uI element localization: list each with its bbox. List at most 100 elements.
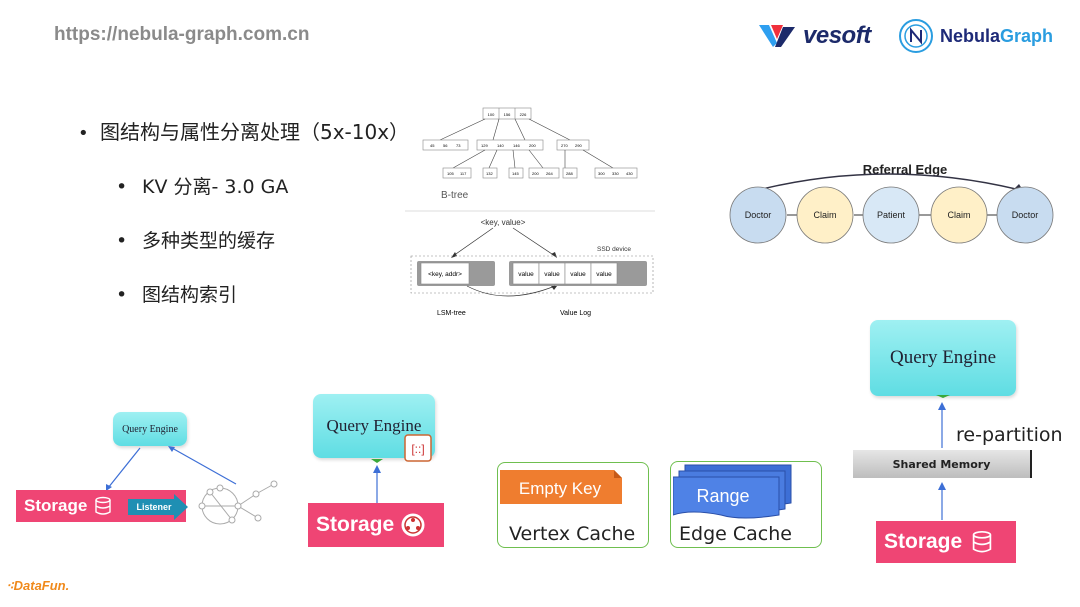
datafun-sparkle-icon: ⁖	[6, 578, 14, 593]
bullet-dot: •	[116, 176, 128, 198]
bullet-sub-1-text: KV 分离- 3.0 GA	[142, 176, 289, 198]
listener-label: Listener	[136, 502, 172, 512]
database-icon	[972, 530, 992, 553]
vesoft-v-icon	[759, 25, 795, 47]
btree-root-key: 156	[504, 112, 511, 117]
btree-key: 430	[626, 171, 633, 176]
bullet-sub-3: • 图结构索引	[116, 280, 237, 307]
storage-label: Storage	[316, 513, 395, 536]
bullet-sub-3-text: 图结构索引	[142, 284, 238, 306]
bullet-sub-2-text: 多种类型的缓存	[142, 230, 276, 252]
svg-text:[::]: [::]	[411, 442, 424, 456]
query-engine-label: Query Engine	[889, 347, 997, 368]
diagram2-arrow	[371, 459, 383, 503]
btree-key: 105	[447, 171, 454, 176]
shared-memory-bar: Shared Memory	[853, 450, 1032, 478]
btree-root: 100 156 226	[482, 107, 532, 120]
bullet-main: • 图结构与属性分离处理（5x-10x）	[78, 116, 409, 145]
referral-node-label: Patient	[877, 210, 906, 220]
btree-caption: B-tree	[441, 190, 469, 201]
referral-edge-diagram: Referral Edge Doctor Claim Patient Claim…	[729, 162, 1054, 244]
query-engine-box-1: Query Engine	[113, 412, 187, 446]
datafun-logo: ⁖DataFun.	[6, 578, 69, 594]
range-stack-icon: Range	[673, 464, 792, 519]
lsm-value: value	[518, 271, 534, 278]
lsm-key-addr: <key, addr>	[428, 271, 462, 278]
bullet-dot: •	[78, 123, 89, 144]
btree-key: 132	[486, 171, 493, 176]
vertex-cache-label: Vertex Cache	[509, 523, 636, 545]
lsm-ssd-label: SSD device	[597, 246, 631, 253]
btree-root-key: 100	[488, 112, 495, 117]
nebula-logo-text: NebulaGraph	[940, 26, 1053, 47]
query-engine-box-3: Query Engine	[870, 320, 1016, 396]
btree-key: 200	[529, 143, 536, 148]
lsm-value: value	[596, 271, 612, 278]
referral-node-patient	[862, 186, 920, 244]
btree-key: 290	[575, 143, 582, 148]
btree-key: 270	[561, 143, 568, 148]
bullet-main-text: 图结构与属性分离处理（5x-10x）	[100, 120, 410, 144]
referral-node-label: Claim	[947, 210, 970, 220]
btree-key: 146	[513, 143, 520, 148]
empty-key-shape: Empty Key	[500, 470, 622, 504]
storage-box-3: Storage	[876, 521, 1016, 563]
range-label: Range	[696, 486, 749, 506]
listener-arrow: Listener	[128, 494, 188, 520]
storage-label: Storage	[884, 530, 963, 553]
bullet-dot: •	[116, 284, 128, 306]
lsm-tree-label: LSM-tree	[437, 310, 466, 317]
storage-box-2: Storage	[308, 503, 444, 547]
storage-label: Storage	[24, 496, 88, 515]
bullet-sub-2: • 多种类型的缓存	[116, 226, 275, 253]
bullet-dot: •	[116, 230, 128, 252]
diagram3-arrow-bottom	[938, 482, 946, 520]
btree-key: 45	[430, 143, 435, 148]
btree-key: 330	[612, 171, 619, 176]
referral-node-label: Claim	[813, 210, 836, 220]
cache-badge-icon: [::]	[404, 434, 432, 462]
storage-engine-icon	[401, 513, 425, 537]
query-engine-label: Query Engine	[122, 423, 178, 435]
referral-node-label: Doctor	[1012, 210, 1039, 220]
btree-key: 300	[598, 171, 605, 176]
nebula-logo-text-a: Nebula	[940, 25, 1001, 46]
btree-key: 73	[456, 143, 461, 148]
edge-cache-label: Edge Cache	[679, 523, 792, 545]
referral-node-claim	[930, 186, 988, 244]
referral-edge-title: Referral Edge	[863, 162, 948, 177]
bullet-sub-1: • KV 分离- 3.0 GA	[116, 172, 288, 199]
referral-node-doctor	[996, 186, 1054, 244]
btree-key: 145	[512, 171, 519, 176]
lsm-value: value	[570, 271, 586, 278]
diagram3-arrow-top	[936, 395, 950, 448]
graph-network-icon	[198, 480, 278, 525]
empty-key-label: Empty Key	[519, 479, 602, 498]
diagram1-connectors	[106, 446, 278, 525]
value-log-label: Value Log	[560, 310, 591, 317]
btree-mid-1: 45 56 73	[422, 139, 469, 151]
referral-node-doctor	[729, 186, 787, 244]
lsm-key-value-label: <key, value>	[481, 218, 526, 227]
lsm-value: value	[544, 271, 560, 278]
datafun-logo-text: DataFun.	[13, 578, 70, 593]
btree-key: 264	[546, 171, 553, 176]
btree-key: 117	[460, 171, 467, 176]
btree-lsm-figure: 100 156 226 45 56 73 129 140 146 200 270…	[405, 107, 655, 317]
btree-leaves	[442, 167, 638, 179]
query-engine-label: Query Engine	[326, 416, 422, 435]
referral-node-claim	[796, 186, 854, 244]
nebula-logo-icon	[899, 19, 933, 53]
btree-key: 200	[532, 171, 539, 176]
referral-node-label: Doctor	[745, 210, 772, 220]
page-url: https://nebula-graph.com.cn	[54, 24, 310, 45]
nebula-logo-text-b: Graph	[1000, 25, 1054, 46]
database-icon	[95, 496, 111, 515]
shared-memory-label: Shared Memory	[892, 457, 991, 471]
btree-key: 140	[497, 143, 504, 148]
btree-key: 288	[566, 171, 573, 176]
btree-key: 129	[481, 143, 488, 148]
btree-root-key: 226	[520, 112, 527, 117]
vesoft-logo: vesoft	[757, 22, 871, 50]
nebula-graph-logo: NebulaGraph	[898, 18, 1053, 54]
